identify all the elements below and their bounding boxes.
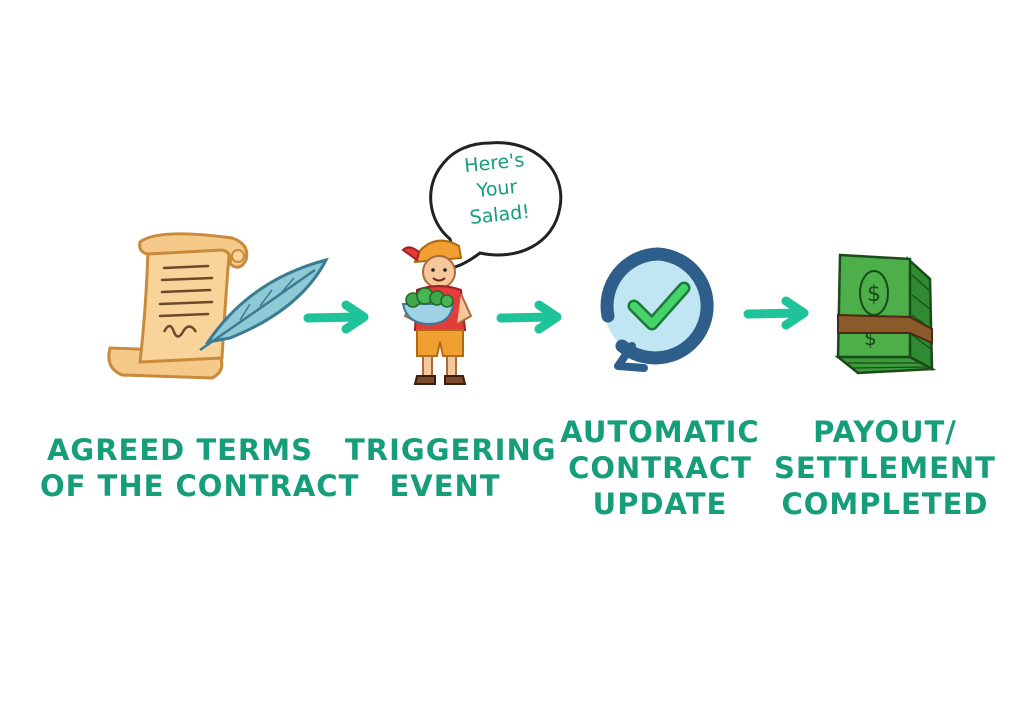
svg-text:$: $ (867, 282, 881, 307)
arrow-right-icon (496, 300, 562, 334)
label-line: EVENT (389, 469, 501, 503)
scroll-and-quill-icon (107, 232, 329, 380)
arrow-right-icon (303, 300, 369, 334)
refresh-checkmark-icon (600, 247, 714, 372)
step-label-automatic-update: AUTOMATIC CONTRACT UPDATE (555, 414, 765, 522)
label-line: TRIGGERING (345, 433, 557, 467)
label-line: OF THE CONTRACT (40, 469, 360, 503)
step-label-agreed-terms: AGREED TERMS OF THE CONTRACT (40, 432, 360, 504)
step-label-triggering-event: TRIGGERING EVENT (345, 432, 557, 504)
label-line: COMPLETED (781, 487, 989, 521)
label-line: SETTLEMENT (774, 451, 996, 485)
label-line: PAYOUT/ (813, 415, 957, 449)
label-line: CONTRACT (568, 451, 752, 485)
delivery-person-icon (401, 239, 473, 385)
label-line: AGREED TERMS (46, 433, 314, 467)
step-label-payout: PAYOUT/ SETTLEMENT COMPLETED (770, 414, 1000, 522)
money-stack-icon: $ $ (834, 253, 937, 375)
label-line: UPDATE (592, 487, 728, 521)
arrow-right-icon (743, 296, 809, 330)
label-line: AUTOMATIC (560, 415, 760, 449)
speech-bubble-text: Here's Your Salad! (434, 144, 560, 234)
